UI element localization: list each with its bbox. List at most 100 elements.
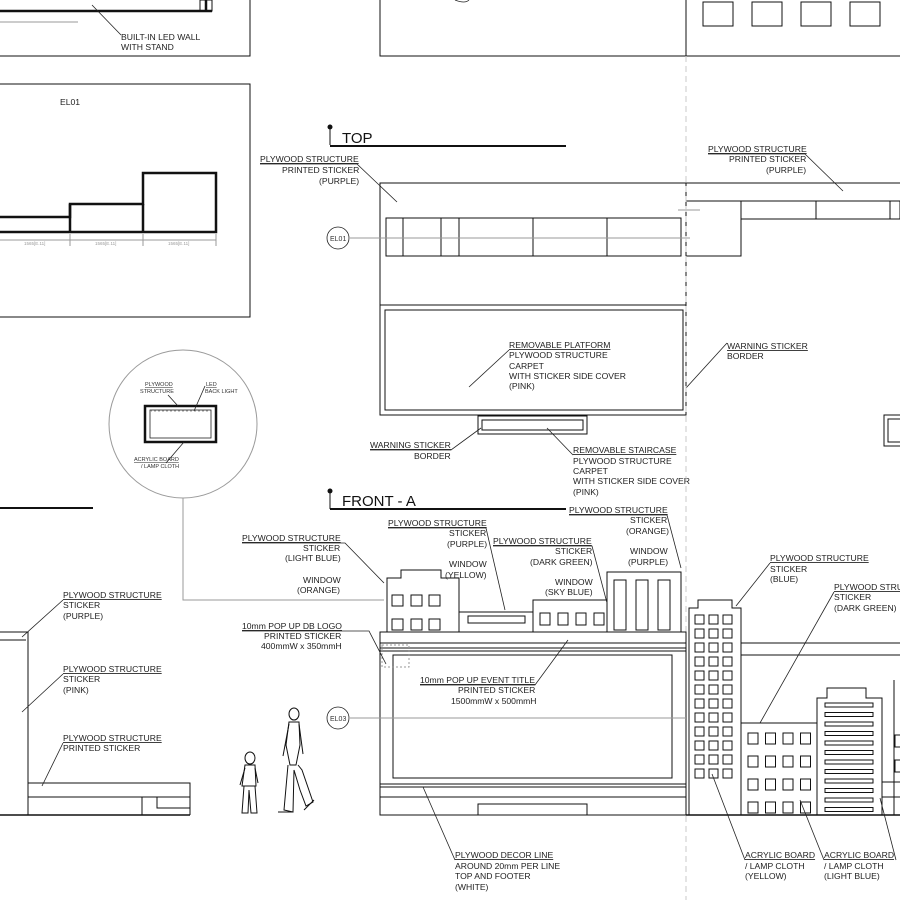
darkgreen-b-3: (DARK GREEN): [834, 603, 897, 613]
top-plywood-label-2: PRINTED STICKER: [282, 165, 359, 175]
window-purple-2: (PURPLE): [628, 557, 668, 567]
window-orange-1: WINDOW: [303, 575, 342, 585]
building-stripe: [824, 788, 874, 793]
left-purple-2: STICKER: [63, 600, 100, 610]
purple-a-2: STICKER: [449, 528, 486, 538]
tower-window: [694, 698, 705, 709]
building-window: [800, 755, 811, 768]
tower-window: [722, 614, 733, 625]
top-plywood-label-3: (PURPLE): [319, 176, 359, 186]
top-el01-tag: EL01: [330, 236, 346, 243]
tower-window: [722, 726, 733, 737]
tower-window: [694, 628, 705, 639]
orange-3: (ORANGE): [626, 526, 669, 536]
darkgreen-b-1: PLYWOOD STRUCTURE: [834, 582, 900, 592]
top-view: TOP PLYWOOD STRUCTURE PRINTED STICKER (P…: [260, 124, 900, 497]
platform-label-5: (PINK): [509, 381, 535, 391]
detail-led-2: BACK LIGHT: [205, 389, 238, 395]
tower-windows: [694, 614, 733, 779]
acrylic-lightblue-1: ACRYLIC BOARD: [824, 850, 894, 860]
building-window: [782, 801, 794, 814]
left-printed-2: PRINTED STICKER: [63, 743, 140, 753]
tower-window: [708, 684, 719, 695]
purple-a-1: PLYWOOD STRUCTURE: [388, 518, 487, 528]
top-center-frames: [379, 0, 900, 57]
svg-text:1565[E.11]: 1565[E.11]: [24, 241, 45, 246]
top-plywood-label-1: PLYWOOD STRUCTURE: [260, 154, 359, 164]
warning-left-1: WARNING STICKER: [370, 440, 451, 450]
lightblue-1: PLYWOOD STRUCTURE: [242, 533, 341, 543]
decor-line-3: TOP AND FOOTER: [455, 871, 531, 881]
building-window: [800, 778, 811, 791]
window-purple-1: WINDOW: [630, 546, 669, 556]
tower-window: [708, 614, 719, 625]
platform-label-2: PLYWOOD STRUCTURE: [509, 350, 608, 360]
acrylic-yellow-2: / LAMP CLOTH: [745, 861, 805, 871]
logo-label-3: 400mmW x 350mmH: [261, 641, 342, 651]
building-stripe: [824, 731, 874, 736]
acrylic-yellow-1: ACRYLIC BOARD: [745, 850, 815, 860]
event-title-2: PRINTED STICKER: [458, 685, 535, 695]
logo-label-2: PRINTED STICKER: [264, 631, 341, 641]
left-printed-1: PLYWOOD STRUCTURE: [63, 733, 162, 743]
staircase-label-3: CARPET: [573, 466, 609, 476]
building-window: [747, 801, 759, 814]
decor-line-4: (WHITE): [455, 882, 489, 892]
front-el03-tag: EL03: [330, 716, 346, 723]
logo-label-1: 10mm POP UP DB LOGO: [242, 621, 342, 631]
front-view: FRONT - A EL03: [242, 488, 900, 892]
left-purple-3: (PURPLE): [63, 611, 103, 621]
building-stripe: [824, 702, 874, 708]
building-window: [782, 755, 794, 768]
tower-window: [694, 670, 705, 681]
tower-window: [722, 698, 733, 709]
tower-window: [694, 684, 705, 695]
led-wall-label-2: WITH STAND: [121, 42, 174, 52]
detail-circle: PLYWOOD STRUCTURE LED BACK LIGHT ACRYLIC…: [108, 349, 384, 601]
child-figure: [239, 751, 259, 814]
tower-window: [708, 740, 719, 751]
tower-window: [694, 726, 705, 737]
top-right-label-3: (PURPLE): [766, 165, 806, 175]
building-stripe: [824, 759, 874, 765]
el01-elevation-panel: EL01 1565[E.11] 1565[E.11] 1565[E.11]: [0, 83, 251, 318]
blue-2: STICKER: [770, 564, 807, 574]
tower-window: [708, 656, 719, 667]
scale-figures: [239, 707, 315, 814]
tower-window: [722, 656, 733, 667]
building-stripe: [824, 769, 874, 774]
platform-label-4: WITH STICKER SIDE COVER: [509, 371, 626, 381]
tower-window: [708, 628, 719, 639]
detail-acrylic-1: ACRYLIC BOARD: [134, 457, 179, 463]
left-purple-1: PLYWOOD STRUCTURE: [63, 590, 162, 600]
detail-led-1: LED: [206, 382, 217, 388]
tower-window: [722, 740, 733, 751]
left-pink-3: (PINK): [63, 685, 89, 695]
event-title-3: 1500mmW x 500mmH: [451, 696, 536, 706]
darkgreen-b-2: STICKER: [834, 592, 871, 602]
led-wall-panel: BUILT-IN LED WALL WITH STAND: [0, 0, 251, 57]
tower-window: [694, 768, 705, 779]
building-window: [765, 755, 776, 768]
platform-label-3: CARPET: [509, 361, 545, 371]
tower-window: [722, 768, 733, 779]
building-window: [765, 778, 776, 791]
tower-window: [694, 656, 705, 667]
building-stripe: [824, 797, 874, 803]
left-side-elevation: PLYWOOD STRUCTURE STICKER (PURPLE) PLYWO…: [0, 507, 191, 816]
warning-right-2: BORDER: [727, 351, 764, 361]
building-stripe: [824, 807, 874, 812]
darkgreen-a-3: (DARK GREEN): [530, 557, 593, 567]
tower-window: [722, 628, 733, 639]
tower-window: [722, 754, 733, 765]
staircase-label-4: WITH STICKER SIDE COVER: [573, 476, 690, 486]
tower-window: [708, 754, 719, 765]
tower-window: [694, 712, 705, 723]
building-window: [765, 801, 776, 814]
event-title-1: 10mm POP UP EVENT TITLE: [420, 675, 535, 685]
tower-window: [722, 670, 733, 681]
top-view-heading: TOP: [342, 130, 373, 147]
svg-text:1565[E.11]: 1565[E.11]: [168, 241, 189, 246]
